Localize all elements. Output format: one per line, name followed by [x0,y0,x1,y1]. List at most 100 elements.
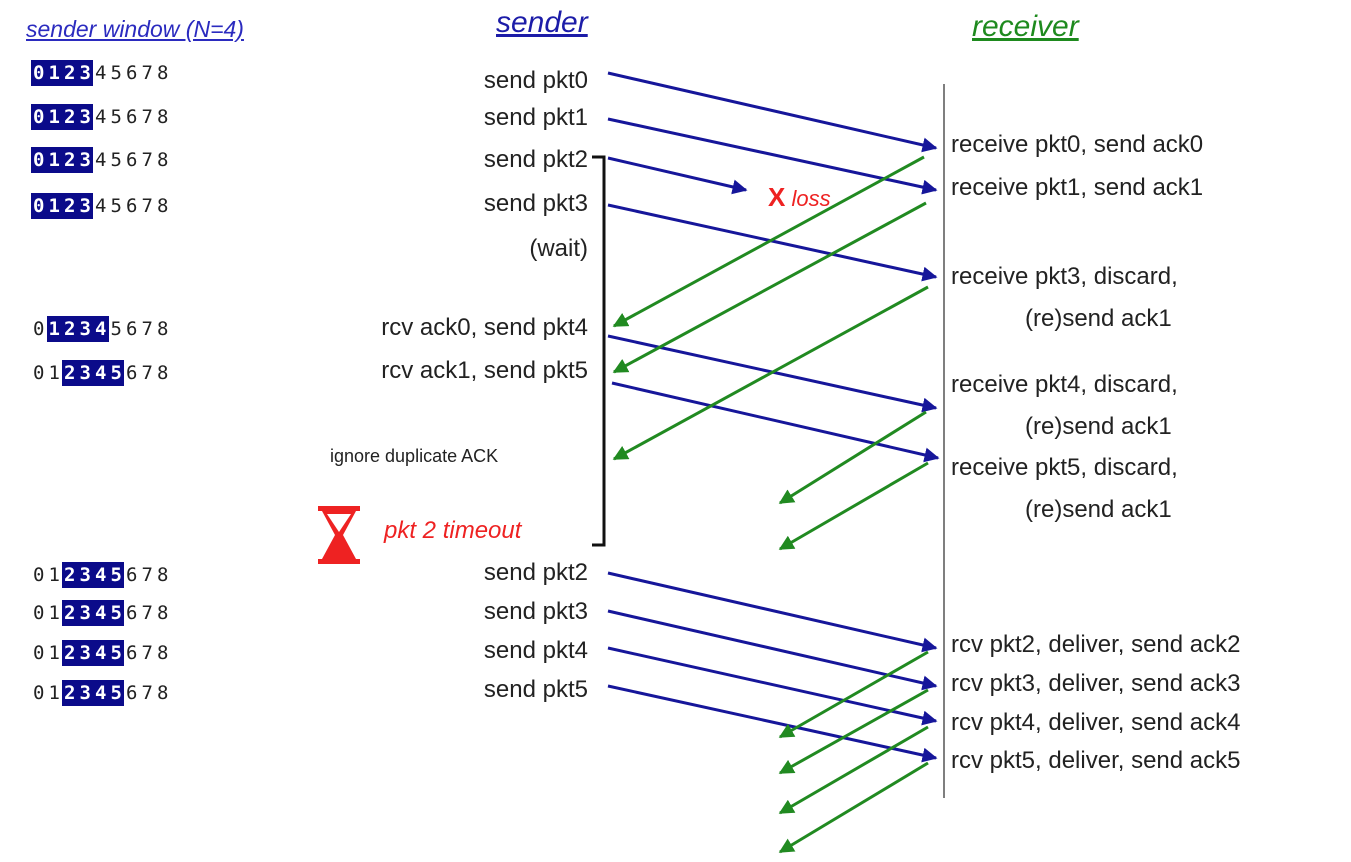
window-seq: 5 [110,62,122,84]
packet-arrow-pkt5 [611,381,940,463]
window-seq: 6 [126,195,138,217]
window-seq: 8 [157,564,169,586]
receiver-event: rcv pkt4, deliver, send ack4 [951,709,1241,736]
ack-arrow-dup-ack1 [612,285,929,461]
sender-event: rcv ack1, send pkt5 [381,357,588,384]
ack-arrow-ack4 [778,725,929,815]
window-seq: 8 [157,318,169,340]
window-seq: 1 [48,602,60,624]
window-seq: 6 [126,564,138,586]
window-seq-highlighted: 5 [108,600,124,626]
packet-arrow-pkt2-resend [607,571,938,653]
window-seq: 1 [48,564,60,586]
window-seq: 6 [126,106,138,128]
window-seq-highlighted: 2 [62,147,78,173]
window-seq: 7 [141,602,153,624]
window-seq: 0 [33,602,45,624]
sender-event: send pkt2 [483,559,588,586]
window-seq-highlighted: 1 [46,193,62,219]
window-seq-highlighted: 3 [77,104,93,130]
window-seq: 4 [95,62,107,84]
window-seq: 6 [126,62,138,84]
window-seq: 8 [157,149,169,171]
window-seq: 1 [48,362,60,384]
receiver-event: receive pkt0, send ack0 [951,131,1204,158]
window-seq-highlighted: 4 [93,316,109,342]
window-seq: 7 [141,62,153,84]
window-seq-highlighted: 0 [31,60,47,86]
window-seq: 8 [157,362,169,384]
window-seq: 8 [157,602,169,624]
receiver-event: receive pkt1, send ack1 [951,174,1204,201]
loss-x-icon: X [768,182,786,212]
window-seq-highlighted: 3 [77,600,93,626]
window-seq: 6 [126,642,138,664]
window-seq-highlighted: 0 [31,193,47,219]
receiver-header: receiver [972,10,1079,43]
window-seq-highlighted: 2 [62,600,78,626]
window-seq: 7 [141,642,153,664]
window-seq-highlighted: 5 [108,360,124,386]
window-seq: 5 [110,106,122,128]
receiver-event-detail: (re)send ack1 [1025,305,1172,332]
sender-event: send pkt3 [483,190,588,217]
receiver-event-detail: (re)send ack1 [1025,413,1172,440]
window-seq: 0 [33,564,45,586]
window-seq: 1 [48,642,60,664]
sender-event: send pkt1 [483,104,588,131]
window-seq: 7 [141,106,153,128]
window-seq-highlighted: 3 [77,562,93,588]
packet-arrow-pkt1 [607,117,938,195]
window-seq-highlighted: 4 [93,680,109,706]
window-seq: 4 [95,106,107,128]
window-seq: 7 [141,564,153,586]
ack-arrow-ack3 [778,688,929,775]
window-seq: 6 [126,149,138,171]
window-seq-highlighted: 5 [108,562,124,588]
window-seq-highlighted: 4 [93,640,109,666]
window-seq: 0 [33,318,45,340]
hourglass-icon [318,506,360,564]
ack-arrow-ack2 [778,650,929,739]
ack-arrow-dup-ack1 [778,461,929,551]
window-seq: 0 [33,682,45,704]
window-seq: 1 [48,682,60,704]
packet-arrow-pkt4-resend [607,646,938,726]
sender-event: send pkt4 [483,637,588,664]
window-seq-highlighted: 3 [77,640,93,666]
window-seq: 7 [141,318,153,340]
packet-arrow-pkt5-resend [607,684,938,763]
window-seq: 0 [33,362,45,384]
window-seq-highlighted: 1 [46,316,62,342]
window-seq-highlighted: 3 [77,680,93,706]
receiver-event: rcv pkt5, deliver, send ack5 [951,747,1241,774]
window-seq-highlighted: 0 [31,104,47,130]
timeout-bracket [592,155,606,547]
receiver-event: receive pkt4, discard, [951,371,1178,398]
sender-wait-label: (wait) [529,235,588,262]
window-seq-highlighted: 2 [62,193,78,219]
window-seq-highlighted: 2 [62,562,78,588]
window-seq: 6 [126,602,138,624]
window-seq: 7 [141,682,153,704]
window-seq: 7 [141,362,153,384]
window-seq: 5 [110,318,122,340]
loss-label: X loss [768,182,831,213]
window-seq-highlighted: 4 [93,360,109,386]
ack-arrow-ack5 [778,761,929,854]
receiver-event: receive pkt3, discard, [951,263,1178,290]
packet-arrow-pkt0 [607,71,938,153]
ack-arrow-ack0 [612,155,925,328]
window-seq: 5 [110,149,122,171]
window-seq-highlighted: 2 [62,360,78,386]
window-seq-highlighted: 3 [77,316,93,342]
sender-window-header: sender window (N=4) [26,16,244,42]
sender-event: send pkt5 [483,676,588,703]
window-seq-highlighted: 3 [77,60,93,86]
receiver-event: rcv pkt3, deliver, send ack3 [951,670,1241,697]
window-seq-highlighted: 2 [62,104,78,130]
